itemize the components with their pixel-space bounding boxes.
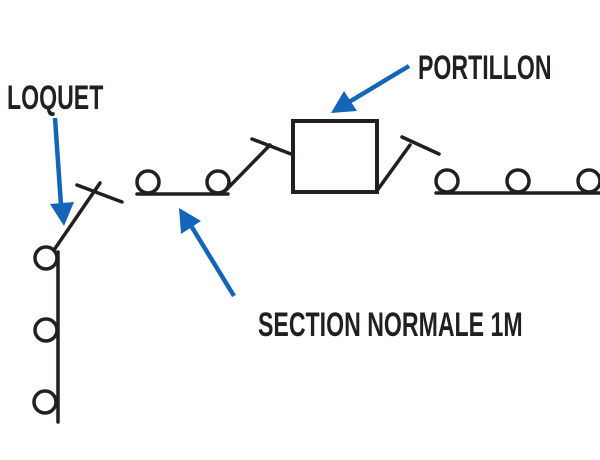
fence-ring	[33, 245, 59, 271]
middle-diagonal-post	[224, 143, 272, 192]
gate-label: PORTILLON	[418, 49, 552, 87]
gate-callout-arrow	[331, 64, 411, 113]
fence-ring	[576, 168, 600, 194]
arrowhead-icon	[50, 202, 74, 226]
latch-crossbar	[75, 183, 124, 204]
gate	[291, 119, 441, 194]
fence-ring	[205, 169, 231, 195]
latch-callout-arrow	[50, 117, 74, 226]
fence-ring	[434, 168, 460, 194]
fence-ring	[135, 169, 161, 195]
middle-latch-crossbar	[250, 137, 293, 156]
normal-section-label: SECTION NORMALE 1M	[258, 306, 523, 344]
normal-section-1m	[135, 137, 293, 196]
corner-latch	[52, 181, 124, 252]
arrowhead-icon	[179, 208, 201, 234]
left-fence-section	[32, 245, 60, 424]
gate-latch-crossbar	[400, 135, 441, 156]
gate-square	[291, 119, 379, 194]
fence-ring	[505, 168, 531, 194]
arrowhead-icon	[331, 91, 357, 113]
gate-diagonal-post	[374, 143, 412, 194]
latch-diagonal-post	[52, 181, 102, 252]
section-callout-arrow	[179, 208, 236, 298]
fence-ring	[32, 389, 58, 415]
fence-ring	[33, 317, 59, 343]
latch-label: LOQUET	[7, 79, 104, 117]
right-fence-section	[434, 168, 600, 195]
